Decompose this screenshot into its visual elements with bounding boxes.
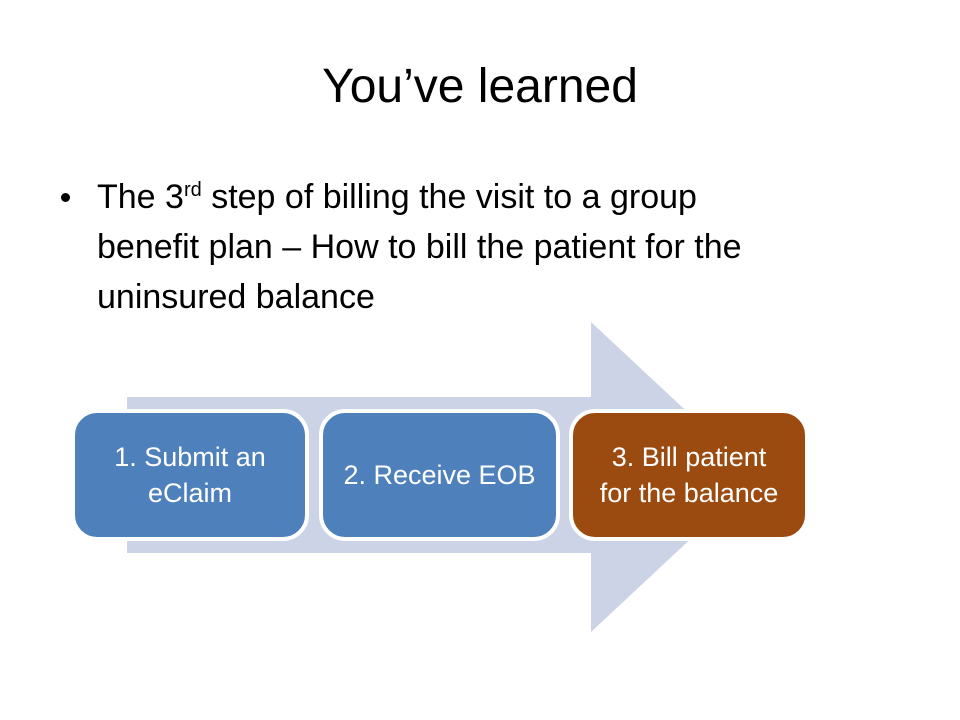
bullet-text-block: The 3rd step of billing the visit to a g… xyxy=(97,172,742,322)
ordinal-superscript: rd xyxy=(183,179,202,201)
bullet-line-1-pre: The 3 xyxy=(97,178,184,216)
bullet-line-1-post: step of billing the visit to a group xyxy=(201,178,697,216)
step-box-receive-eob: 2. Receive EOB xyxy=(319,409,560,541)
bullet-item: The 3rd step of billing the visit to a g… xyxy=(61,172,742,322)
bullet-dot xyxy=(61,193,70,202)
slide-title: You’ve learned xyxy=(322,60,638,113)
step-label-line: 2. Receive EOB xyxy=(343,460,536,490)
step-label-line: eClaim xyxy=(147,478,233,508)
bullet-line-1: The 3rd step of billing the visit to a g… xyxy=(97,172,742,222)
step-label-line: 3. Bill patient xyxy=(611,442,767,472)
step-label-line: for the balance xyxy=(599,478,779,508)
step-label-line: 1. Submit an xyxy=(114,442,266,472)
bullet-line-3: uninsured balance xyxy=(97,278,375,316)
step-box-bill-patient: 3. Bill patient for the balance xyxy=(569,409,809,541)
bullet-line-2: benefit plan – How to bill the patient f… xyxy=(97,228,742,266)
step-box-submit-eclaim: 1. Submit an eClaim xyxy=(71,409,309,541)
